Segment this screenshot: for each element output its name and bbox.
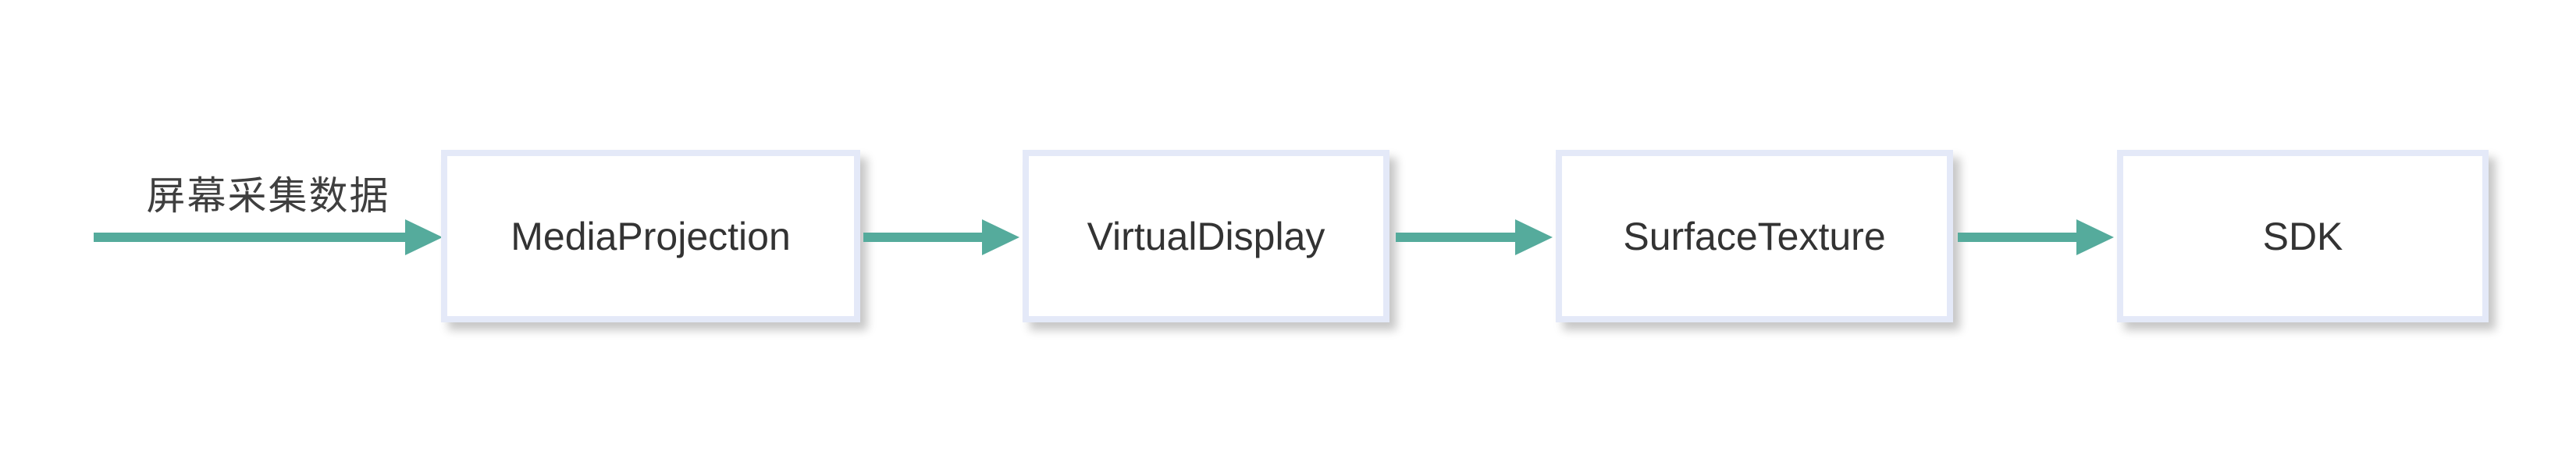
node-label: SurfaceTexture — [1623, 214, 1886, 258]
arrow-line — [1958, 233, 2076, 242]
node-label: VirtualDisplay — [1087, 214, 1325, 258]
input-data-label: 屏幕采集数据 — [146, 174, 390, 218]
arrow-head-icon — [1515, 219, 1553, 255]
node-label: MediaProjection — [511, 214, 791, 258]
arrow-line — [863, 233, 982, 242]
node-virtualdisplay: VirtualDisplay — [1023, 150, 1389, 322]
arrow-head-icon — [405, 219, 443, 255]
flow-arrow-input — [94, 219, 443, 255]
arrow-line — [94, 233, 405, 242]
arrow-head-icon — [982, 219, 1019, 255]
node-mediaprojection: MediaProjection — [441, 150, 860, 322]
node-surfacetexture: SurfaceTexture — [1556, 150, 1953, 322]
flow-arrow-3-4 — [1958, 219, 2114, 255]
flow-arrow-2-3 — [1396, 219, 1553, 255]
node-label: SDK — [2262, 214, 2343, 258]
arrow-line — [1396, 233, 1515, 242]
flow-arrow-1-2 — [863, 219, 1019, 255]
arrow-head-icon — [2076, 219, 2114, 255]
node-sdk: SDK — [2117, 150, 2489, 322]
